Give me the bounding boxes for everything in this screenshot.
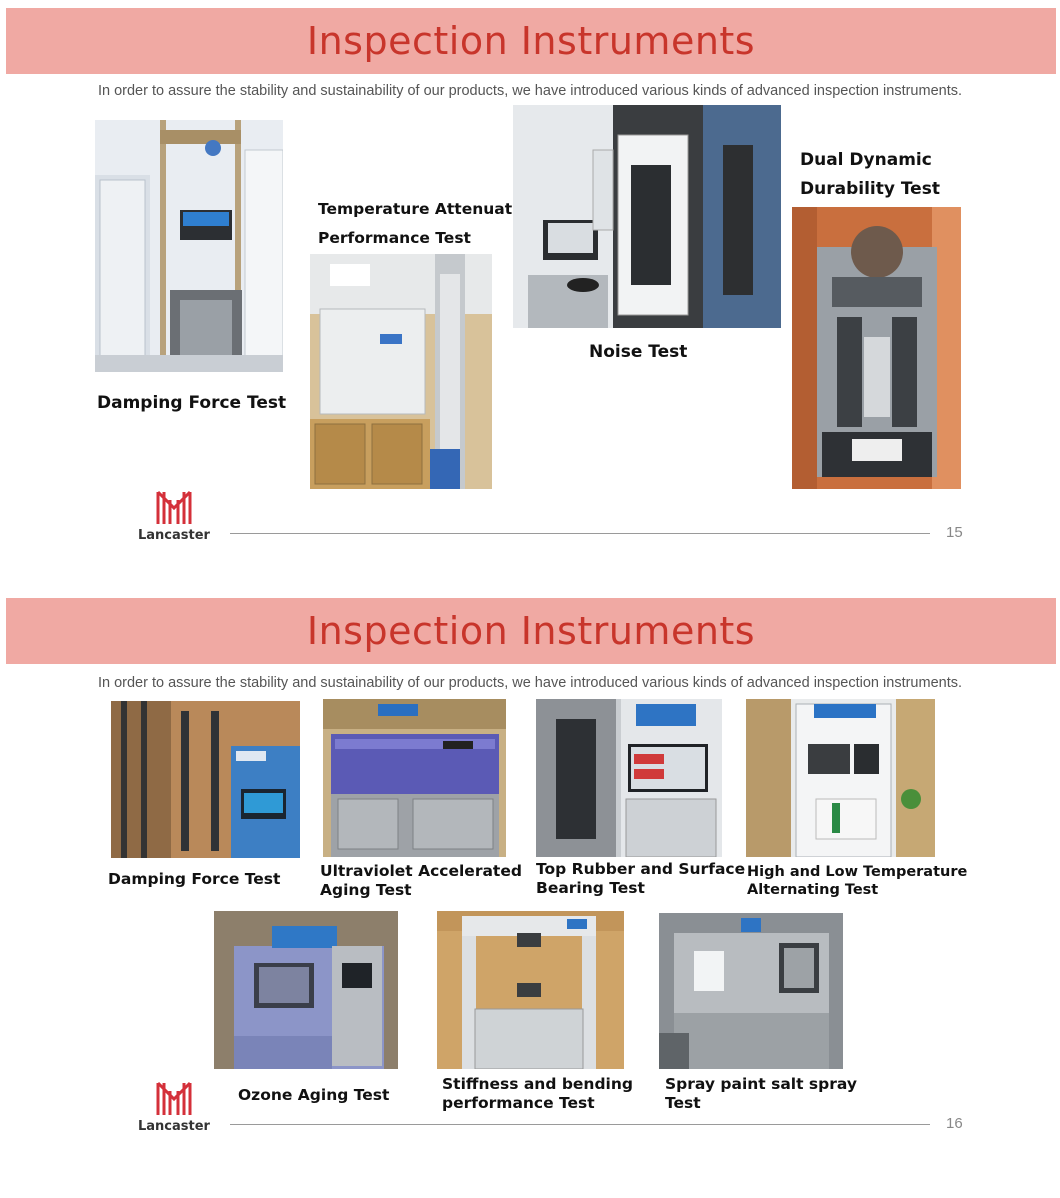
top-rubber-photo (536, 699, 722, 857)
lancaster-logo-2: Lancaster (134, 1079, 214, 1139)
lancaster-logo-text-2: Lancaster (138, 1119, 210, 1134)
page15-footer-rule (230, 533, 930, 534)
page16-footer-rule (230, 1124, 930, 1125)
uv-aging-caption-line2: Aging Test (320, 881, 412, 899)
high-low-caption-line2: Alternating Test (747, 882, 879, 898)
damping-force-photo-2 (111, 701, 300, 858)
lancaster-logo-mark (156, 490, 192, 524)
noise-test-photo (513, 105, 781, 328)
high-low-temperature-photo (746, 699, 935, 857)
dual-dynamic-photo (792, 207, 961, 489)
top-rubber-caption-line1: Top Rubber and Surface (536, 860, 746, 878)
salt-spray-photo (659, 913, 843, 1069)
lancaster-logo: Lancaster (134, 488, 214, 548)
ozone-aging-caption: Ozone Aging Test (238, 1086, 390, 1104)
lancaster-logo-text: Lancaster (138, 528, 210, 543)
lancaster-logo-mark-2 (156, 1081, 192, 1115)
page15-subtitle: In order to assure the stability and sus… (97, 83, 963, 99)
ozone-aging-photo (214, 911, 398, 1069)
stiffness-bending-photo (437, 911, 624, 1069)
page16-subtitle: In order to assure the stability and sus… (97, 675, 963, 691)
temperature-caption-line2: Performance Test (318, 229, 471, 247)
salt-spray-caption-line1: Spray paint salt spray (665, 1075, 857, 1093)
high-low-caption-line1: High and Low Temperature (747, 864, 968, 880)
stiffness-caption-line2: performance Test (442, 1094, 595, 1112)
page15-number: 15 (946, 524, 963, 541)
salt-spray-caption-line2: Test (665, 1094, 701, 1112)
dual-dynamic-caption-line2: Durability Test (800, 179, 940, 199)
uv-aging-photo (323, 699, 506, 857)
page15-banner: Inspection Instruments (6, 8, 1056, 74)
page16-banner: Inspection Instruments (6, 598, 1056, 664)
page15-title: Inspection Instruments (306, 19, 756, 63)
damping-force-caption: Damping Force Test (97, 393, 287, 413)
page16-number: 16 (946, 1115, 963, 1132)
damping-force-photo (95, 120, 283, 372)
dual-dynamic-caption-line1: Dual Dynamic (800, 150, 932, 170)
stiffness-caption-line1: Stiffness and bending (442, 1075, 634, 1093)
top-rubber-caption-line2: Bearing Test (536, 879, 645, 897)
temperature-caption-line1: Temperature Attenuation (318, 200, 540, 218)
damping-force-caption-2: Damping Force Test (108, 870, 281, 888)
temperature-attenuation-photo (310, 254, 492, 489)
uv-aging-caption-line1: Ultraviolet Accelerated (320, 862, 522, 880)
page16-title: Inspection Instruments (306, 609, 756, 653)
noise-test-caption: Noise Test (589, 342, 688, 362)
